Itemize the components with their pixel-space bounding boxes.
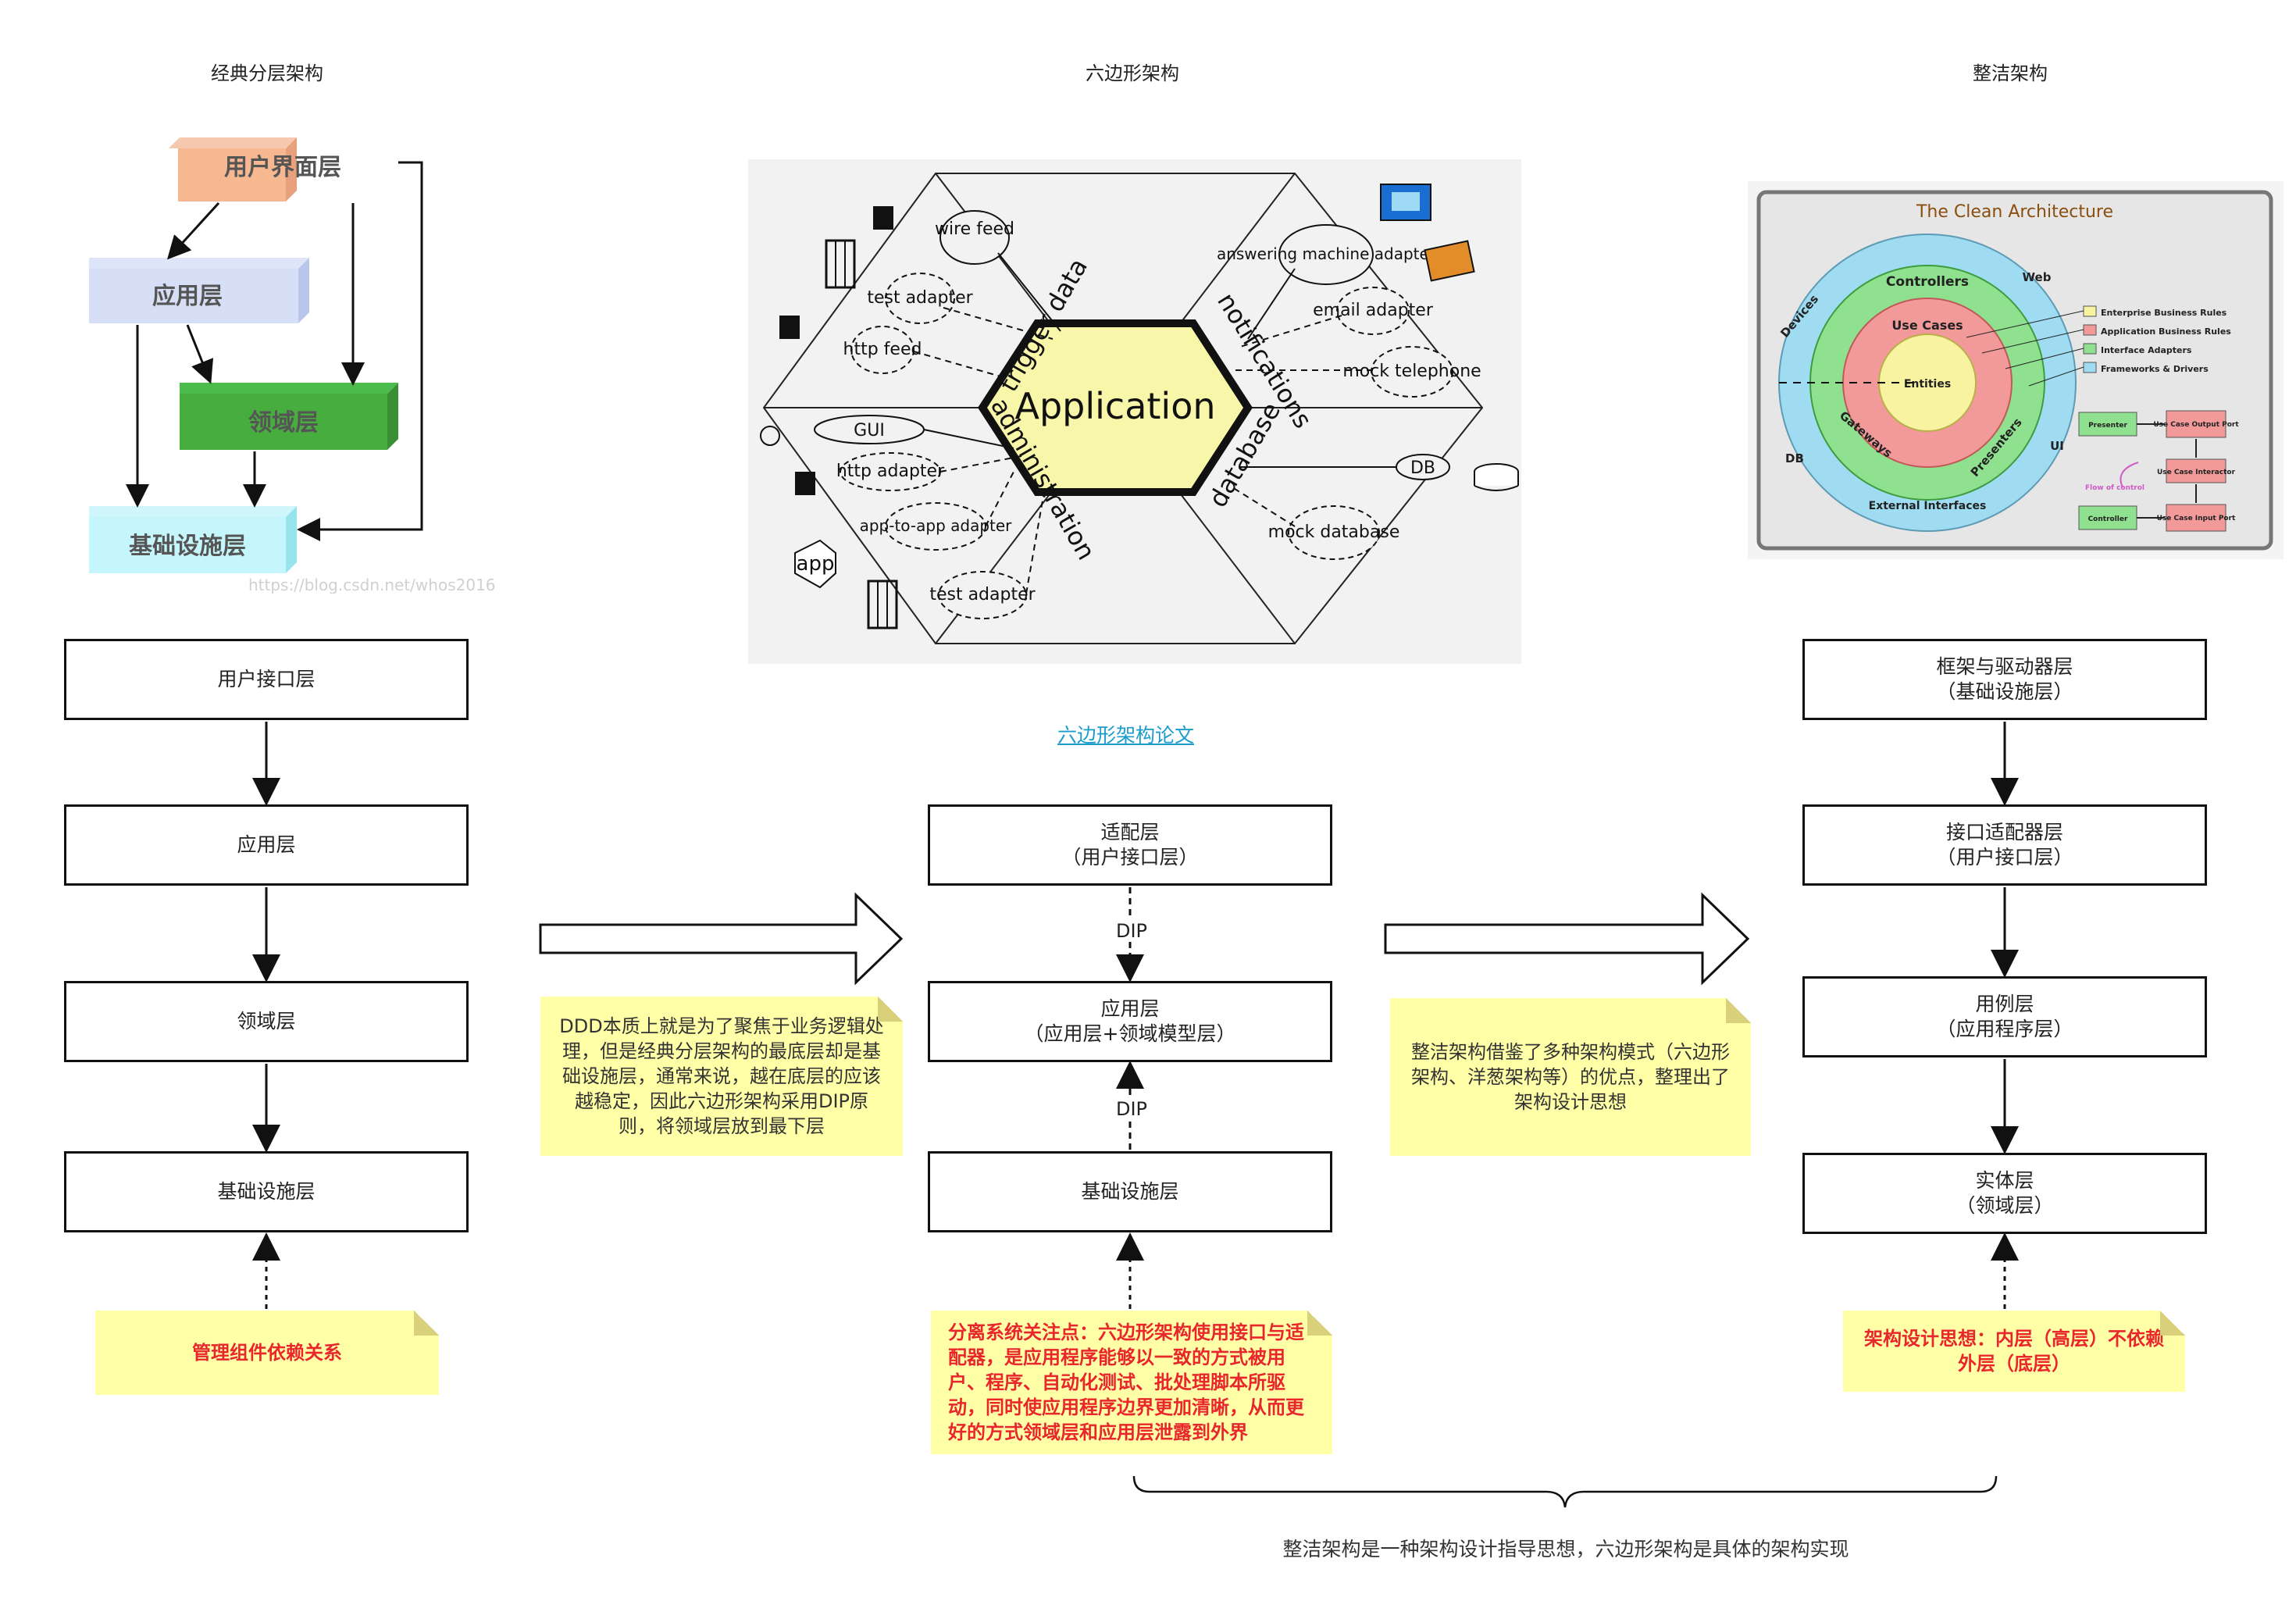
legend-frameworks: Frameworks & Drivers xyxy=(2101,364,2209,374)
col2-box-adapter-line1: 适配层 xyxy=(1100,821,1160,843)
hex-mock-database-text: mock database xyxy=(1268,522,1400,542)
clean-db-text: DB xyxy=(1785,451,1804,465)
col3-box-entities-line2: （领域层） xyxy=(1956,1194,2054,1217)
app-layer-text: 应用层 xyxy=(152,283,223,310)
flow-presenter: Presenter xyxy=(2088,422,2127,430)
mid-note-2-text: 整洁架构借鉴了多种架构模式（六边形架构、洋葱架构等）的优点，整理出了架构设计思想 xyxy=(1411,1041,1730,1113)
col1-box-infra: 基础设施层 xyxy=(64,1151,469,1232)
clean-title-text: The Clean Architecture xyxy=(1916,202,2113,222)
legend-interface: Interface Adapters xyxy=(2101,345,2192,355)
big-arrow-2 xyxy=(1384,892,1750,986)
hex-gui-text: GUI xyxy=(854,421,885,440)
col3-box-usecases: 用例层 （应用程序层） xyxy=(1802,976,2207,1057)
dip-label-2: DIP xyxy=(1113,1098,1151,1120)
col1-box-domain: 领域层 xyxy=(64,981,469,1062)
col2-box-app-line1: 应用层 xyxy=(1100,997,1160,1020)
watermark-text: https://blog.csdn.net/whos2016 xyxy=(248,576,496,594)
col1-box-ui: 用户接口层 xyxy=(64,639,469,720)
hex-app-text: app xyxy=(797,552,835,576)
flow-output-port: Use Case Output Port xyxy=(2153,421,2239,429)
col3-box-usecases-line1: 用例层 xyxy=(1975,993,2034,1015)
bottom-caption: 整洁架构是一种架构设计指导思想，六边形架构是具体的架构实现 xyxy=(1282,1538,1849,1560)
legend-enterprise: Enterprise Business Rules xyxy=(2101,308,2227,318)
hexagonal-image: Application trigger data notifications a… xyxy=(748,159,1521,664)
clean-external-text: External Interfaces xyxy=(1869,500,1987,512)
legend-application: Application Business Rules xyxy=(2101,326,2231,337)
hex-db-text: DB xyxy=(1410,458,1435,478)
col3-note: 架构设计思想：内层（高层）不依赖外层（底层） xyxy=(1843,1311,2185,1392)
mid-note-2: 整洁架构借鉴了多种架构模式（六边形架构、洋葱架构等）的优点，整理出了架构设计思想 xyxy=(1390,998,1751,1156)
clean-title: 整洁架构 xyxy=(1973,62,2048,84)
flow-of-control: Flow of control xyxy=(2085,484,2144,492)
hex-test-adapter-2-text: test adapter xyxy=(929,585,1036,604)
col2-box-infra: 基础设施层 xyxy=(928,1151,1332,1232)
col1-box-domain-label: 领域层 xyxy=(237,1010,296,1032)
col3-box-frameworks: 框架与驱动器层 （基础设施层） xyxy=(1802,639,2207,720)
dip-label-1: DIP xyxy=(1113,920,1151,942)
col3-box-frameworks-line1: 框架与驱动器层 xyxy=(1936,655,2073,678)
col2-box-app-line2: （应用层+领域模型层） xyxy=(1024,1022,1236,1045)
classic-layers-image: 用户界面层 应用层 领域层 基础设施层 https://blog.csdn.ne… xyxy=(89,137,496,594)
col1-box-infra-label: 基础设施层 xyxy=(217,1180,316,1203)
mid-note-1: DDD本质上就是为了聚焦于业务逻辑处理，但是经典分层架构的最底层却是基础设施层，… xyxy=(540,997,903,1156)
col2-note-text: 分离系统关注点：六边形架构使用接口与适配器，是应用程序能够以一致的方式被用户、程… xyxy=(948,1321,1304,1443)
flow-input-port: Use Case Input Port xyxy=(2157,515,2236,522)
big-arrow-1 xyxy=(539,892,904,986)
col1-note-text: 管理组件依赖关系 xyxy=(192,1342,342,1364)
clean-use-cases-text: Use Cases xyxy=(1891,318,1963,333)
col2-box-infra-label: 基础设施层 xyxy=(1081,1180,1179,1203)
hex-application-text: Application xyxy=(1014,385,1215,427)
domain-layer-text: 领域层 xyxy=(248,409,319,437)
col3-note-text: 架构设计思想：内层（高层）不依赖外层（底层） xyxy=(1864,1328,2164,1375)
hex-wire-feed-text: wire feed xyxy=(935,219,1014,239)
flow-controller: Controller xyxy=(2088,515,2128,523)
col1-box-app-label: 应用层 xyxy=(237,833,296,856)
classic-title: 经典分层架构 xyxy=(211,62,323,84)
clean-architecture-image: The Clean Architecture Controllers Use C… xyxy=(1748,181,2284,559)
hex-email-adapter-text: email adapter xyxy=(1313,301,1434,320)
mid-note-1-text: DDD本质上就是为了聚焦于业务逻辑处理，但是经典分层架构的最底层却是基础设施层，… xyxy=(559,1015,884,1137)
col3-box-usecases-line2: （应用程序层） xyxy=(1936,1018,2073,1040)
hex-test-adapter-text: test adapter xyxy=(867,288,973,308)
col3-box-adapters: 接口适配器层 （用户接口层） xyxy=(1802,804,2207,886)
col2-box-adapter-line2: （用户接口层） xyxy=(1061,846,1199,868)
clean-ui-text: UI xyxy=(2050,439,2064,453)
hex-http-adapter-text: http adapter xyxy=(836,462,945,481)
hexagonal-title: 六边形架构 xyxy=(1086,62,1179,84)
hexagonal-paper-link[interactable]: 六边形架构论文 xyxy=(1057,724,1195,747)
clean-web-text: Web xyxy=(2023,270,2052,284)
col3-box-frameworks-line2: （基础设施层） xyxy=(1936,680,2073,703)
col1-note: 管理组件依赖关系 xyxy=(95,1311,439,1395)
clean-entities-text: Entities xyxy=(1904,378,1951,391)
col3-box-adapters-line2: （用户接口层） xyxy=(1936,846,2073,868)
col3-box-entities-line1: 实体层 xyxy=(1975,1169,2034,1192)
hex-http-feed-text: http feed xyxy=(843,340,922,359)
ui-layer-text: 用户界面层 xyxy=(224,154,341,181)
clean-controllers-text: Controllers xyxy=(1886,274,1969,290)
infra-layer-text: 基础设施层 xyxy=(129,533,246,560)
hex-mock-telephone-text: mock telephone xyxy=(1342,362,1481,381)
hex-answering-machine-text: answering machine adapter xyxy=(1217,244,1436,263)
col3-box-adapters-line1: 接口适配器层 xyxy=(1945,821,2063,843)
flow-interactor: Use Case Interactor xyxy=(2157,469,2236,476)
col2-box-adapter: 适配层 （用户接口层） xyxy=(928,804,1332,886)
col1-box-ui-label: 用户接口层 xyxy=(217,668,316,690)
bottom-brace xyxy=(1132,1475,1998,1508)
col2-note: 分离系统关注点：六边形架构使用接口与适配器，是应用程序能够以一致的方式被用户、程… xyxy=(931,1311,1332,1454)
